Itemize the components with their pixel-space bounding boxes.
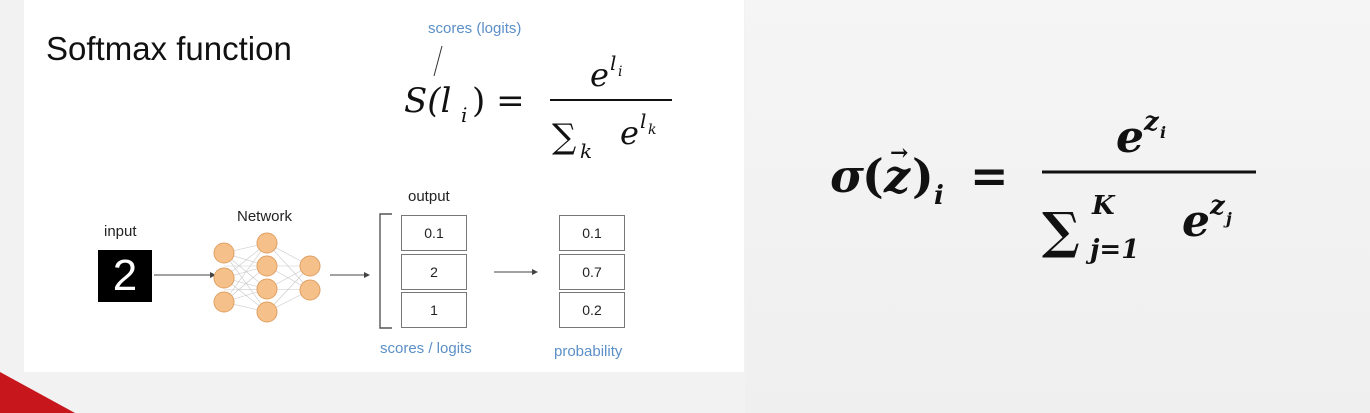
formula-right-sum-upper: K (1091, 191, 1116, 221)
formula-vector-arrow: → (890, 140, 908, 166)
formula-right-den-sup-sub: j (1223, 209, 1232, 228)
formula-right-num-sup-sub: i (1160, 123, 1166, 142)
output-bracket (379, 213, 392, 329)
neuron-input-1 (213, 242, 235, 264)
slide-title: Softmax function (46, 30, 292, 67)
formula-num-base: e (590, 56, 609, 94)
formula-num-sup: l (610, 51, 616, 75)
scores-logits-caption: scores / logits (380, 340, 472, 357)
formula-equals: = (970, 149, 1009, 203)
output-cell: 2 (401, 254, 467, 290)
network-diagram (154, 232, 370, 323)
softmax-formula-right: σ ( z → ) i = e z i ∑ K j=1 e z j (830, 107, 1256, 265)
formula-sigma: σ (830, 149, 864, 203)
neuron-hidden-2 (256, 255, 278, 277)
input-label: input (104, 223, 137, 240)
output-label: output (408, 188, 450, 205)
formula-right-den-base: e (1182, 196, 1210, 247)
neuron-output-2 (299, 279, 321, 301)
probability-cell: 0.2 (559, 292, 625, 328)
formula-lhs-sub: i (461, 103, 467, 127)
neuron-output-1 (299, 255, 321, 277)
formula-den-base: e (620, 114, 639, 152)
annotation-arrow (433, 45, 443, 77)
right-background (745, 0, 1370, 413)
neuron-hidden-4 (256, 301, 278, 323)
output-cell: 0.1 (401, 215, 467, 251)
neuron-input-2 (213, 267, 235, 289)
softmax-formula-left: S(l i ) = e l i ∑ k e l k (404, 45, 672, 163)
formula-right-sum-lower: j=1 (1085, 235, 1139, 265)
neuron-hidden-3 (256, 278, 278, 300)
red-corner-decoration (0, 372, 75, 413)
formula-den-sup-sub: k (648, 122, 656, 138)
formula-open-paren: ( (862, 149, 884, 203)
formula-right-num-sup: z (1143, 107, 1160, 137)
formula-right-num-base: e (1116, 112, 1144, 163)
probability-cell: 0.1 (559, 215, 625, 251)
formula-lhs: S(l (404, 81, 451, 121)
formula-lhs-close: ) = (472, 81, 525, 121)
annotation-scores-logits: scores (logits) (428, 20, 522, 37)
formula-right-den-sup: z (1209, 191, 1226, 221)
input-digit-image: 2 (98, 250, 152, 302)
formula-num-sup-sub: i (618, 64, 622, 80)
formula-den-sum-sub: k (580, 139, 592, 163)
formula-close-paren: ) (912, 149, 934, 203)
output-arrow-head (364, 272, 370, 278)
softmax-arrow (494, 269, 538, 275)
input-arrow-head (210, 272, 216, 278)
neuron-input-3 (213, 291, 235, 313)
probability-caption: probability (554, 343, 623, 360)
formula-right-sum: ∑ (1042, 201, 1080, 260)
formula-sub-i: i (934, 181, 944, 211)
formula-vec-z: z (883, 149, 911, 203)
neuron-hidden-1 (256, 232, 278, 254)
output-cell: 1 (401, 292, 467, 328)
slide-panel: Softmax function scores (logits) S(l i )… (24, 0, 744, 372)
probability-cell: 0.7 (559, 254, 625, 290)
formula-den-sum: ∑ (552, 117, 576, 157)
network-label: Network (237, 208, 293, 225)
formula-den-sup: l (640, 109, 646, 133)
